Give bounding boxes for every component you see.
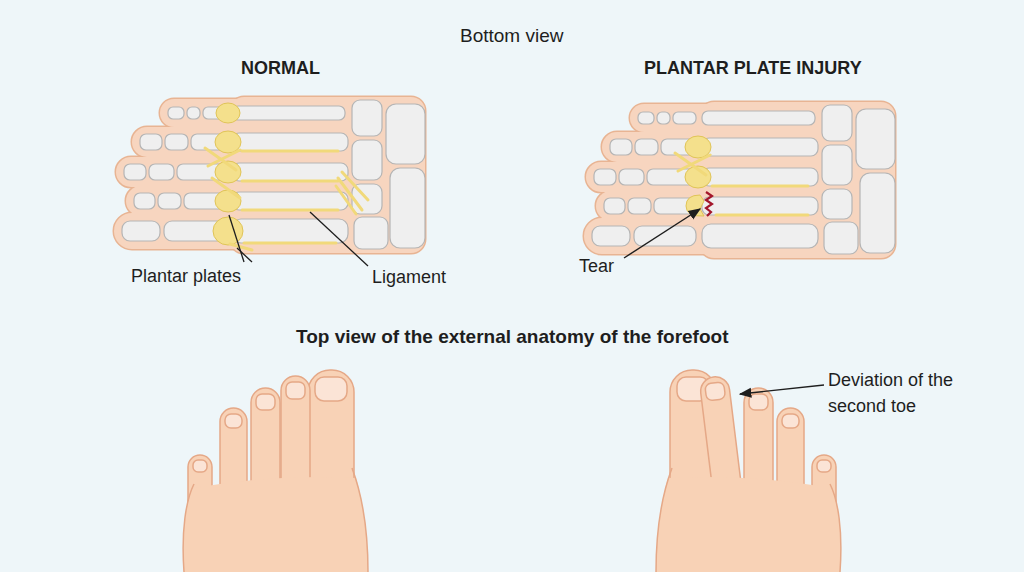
injured-foot-top (656, 370, 841, 572)
ligament (212, 178, 240, 198)
plantar-plate (215, 131, 241, 153)
ligament (205, 148, 368, 250)
normal-foot (114, 97, 425, 253)
ligament (242, 150, 338, 153)
section-heading: Top view of the external anatomy of the … (296, 326, 728, 349)
ligament (208, 150, 240, 166)
injured-foot (584, 102, 895, 258)
tear-mark (706, 192, 712, 216)
ligament (230, 244, 252, 250)
panel-heading: NORMAL (241, 58, 320, 80)
leader-line (229, 212, 368, 266)
ligament (716, 214, 808, 217)
panel-heading: PLANTAR PLATE INJURY (644, 58, 862, 80)
normal-foot-top (183, 468, 368, 572)
plantar-plate (685, 136, 711, 158)
plantar-plate (685, 136, 711, 216)
ligament (712, 185, 808, 188)
leader-line (310, 212, 368, 266)
view-heading: Bottom view (460, 25, 563, 48)
injured-foot-top (656, 468, 841, 572)
part-label: Ligament (372, 267, 446, 289)
ligament (242, 180, 338, 183)
plantar-plate (216, 103, 240, 123)
ligament (342, 172, 368, 200)
plantar-plate (215, 190, 241, 212)
normal-foot-top (183, 370, 368, 572)
leader-line (237, 248, 252, 262)
plantar-plate (213, 103, 243, 245)
ligament (244, 242, 336, 245)
ligament (678, 155, 710, 171)
part-label: Plantar plates (131, 266, 241, 288)
leader-arrow (740, 385, 824, 394)
leader-arrow (624, 209, 700, 258)
ligament (675, 153, 808, 215)
part-label: Tear (579, 256, 614, 278)
ligament (242, 209, 338, 212)
ligament (336, 186, 356, 214)
injured-foot (584, 102, 895, 258)
plantar-plate (213, 217, 243, 245)
callout-label: Deviation of the second toe (828, 367, 978, 419)
leader-line (229, 215, 244, 262)
normal-foot (114, 97, 425, 266)
